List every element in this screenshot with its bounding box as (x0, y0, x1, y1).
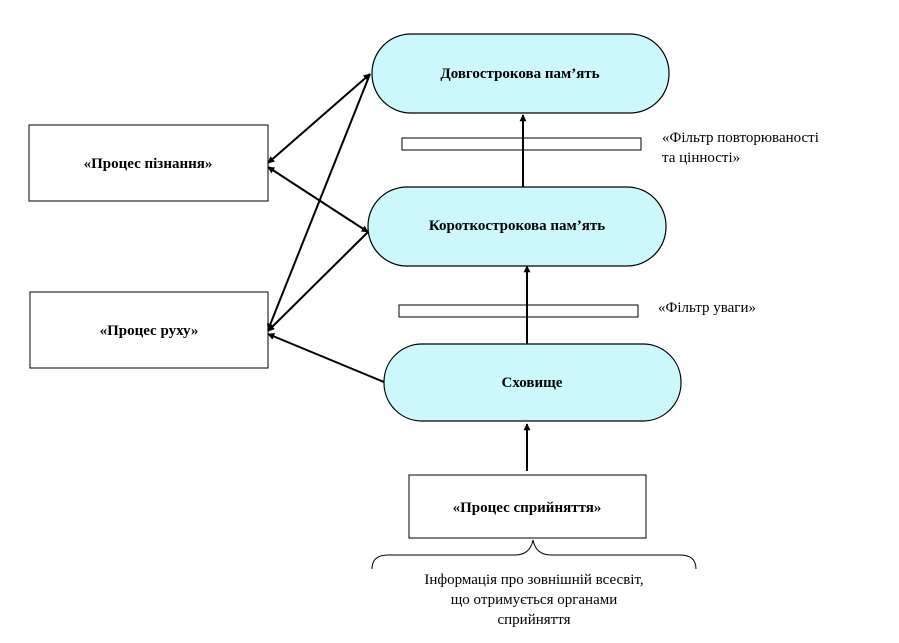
attention-filter-bar (398, 304, 639, 318)
perception-note-line3: сприйняття (498, 612, 571, 628)
movement-process-box (29, 291, 269, 369)
storage-label: Сховище (502, 375, 563, 391)
arrow-storage-to-movement (267, 333, 385, 383)
cognition-process-label: «Процес пізнання» (84, 156, 213, 172)
repetition-filter-bar (401, 137, 642, 151)
arrow-cognition-long-term (267, 73, 371, 164)
long-term-memory-node (371, 33, 670, 114)
repetition-filter-label-line1: «Фільтр повторюваності (662, 130, 819, 146)
short-term-memory-label: Короткострокова пам’ять (429, 218, 605, 234)
perception-note-line1: Інформація про зовнішній всесвіт, (424, 572, 643, 588)
perception-note-line2: що отримується органами (451, 592, 618, 608)
arrow-long-term-to-movement (267, 73, 371, 331)
perception-process-label: «Процес сприйняття» (453, 500, 602, 516)
arrow-cognition-short-term (267, 166, 369, 233)
curly-brace (371, 539, 697, 570)
movement-process-label: «Процес руху» (100, 323, 199, 339)
perception-process-box (408, 474, 647, 539)
long-term-memory-label: Довгострокова пам’ять (440, 66, 599, 82)
arrow-short-term-to-movement (267, 231, 369, 332)
storage-node (383, 343, 682, 422)
attention-filter-label: «Фільтр уваги» (658, 300, 756, 316)
repetition-filter-label-line2: та цінності» (662, 150, 740, 166)
